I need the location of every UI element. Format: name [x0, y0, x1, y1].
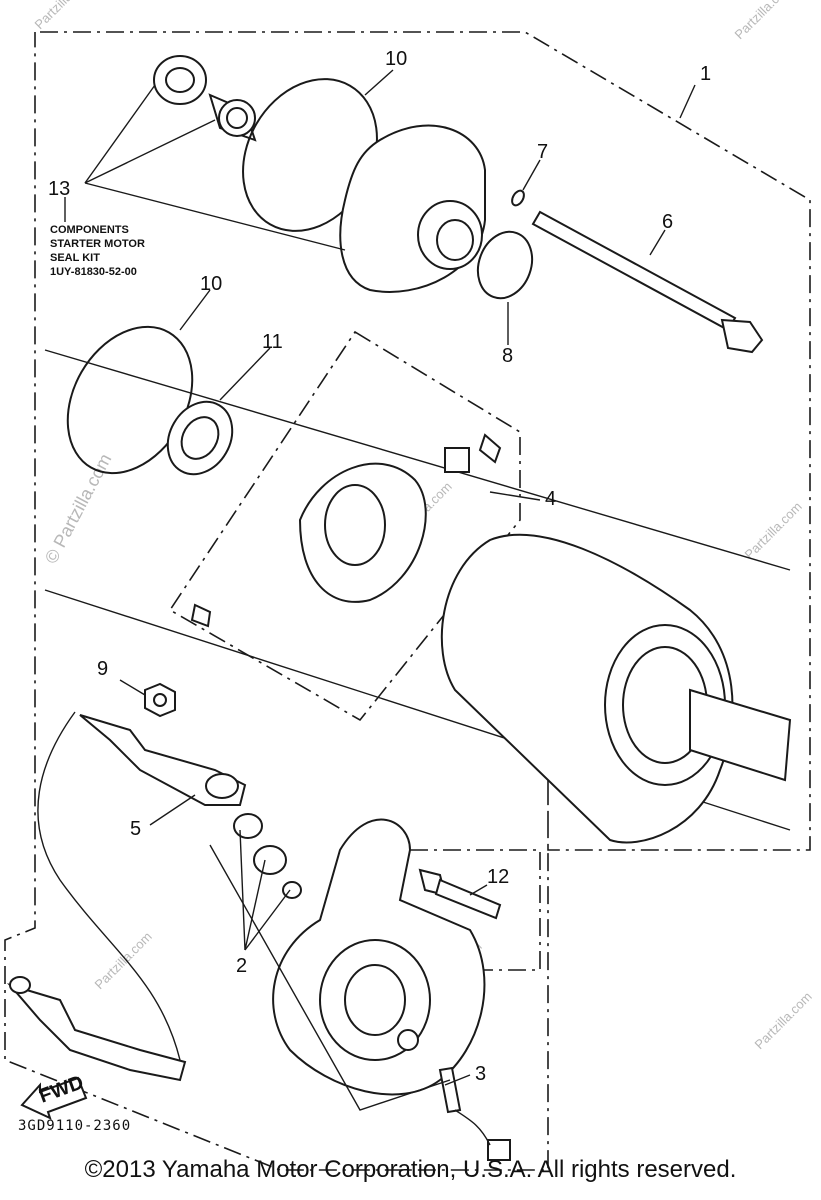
o-ring-small-7	[511, 189, 525, 207]
callout-6: 6	[662, 211, 673, 233]
front-cover	[272, 818, 486, 1096]
brush-3	[438, 1066, 511, 1161]
seal-b	[253, 845, 287, 875]
through-bolt	[531, 210, 764, 354]
kit-line-1: COMPONENTS	[50, 224, 129, 236]
callout-3: 3	[475, 1063, 486, 1085]
needle-bearing	[208, 93, 257, 142]
seal-c	[282, 881, 302, 899]
washer	[166, 400, 234, 476]
callout-8: 8	[502, 345, 513, 367]
watermark: Partzilla.com	[732, 0, 795, 42]
callout-13: 13	[48, 178, 70, 200]
cable-end	[7, 976, 187, 1082]
oil-seal	[153, 55, 207, 105]
callout-12: 12	[487, 866, 509, 888]
brush-holder-boundary	[168, 330, 521, 722]
watermark-large: © Partzilla.com	[41, 450, 116, 566]
motor-yoke	[440, 533, 792, 844]
kit-line-3: SEAL KIT	[50, 252, 100, 264]
seal-kit-label: 13 COMPONENTS STARTER MOTOR SEAL KIT 1UY…	[48, 178, 145, 278]
callout-7: 7	[537, 141, 548, 163]
callout-9: 9	[97, 658, 108, 680]
copyright-notice: ©2013 Yamaha Motor Corporation, U.S.A. A…	[84, 1156, 737, 1183]
callout-1: 1	[700, 63, 711, 85]
bracket-line	[44, 349, 791, 571]
watermark: Partzilla.com	[752, 989, 815, 1052]
callout-2: 2	[236, 955, 247, 977]
callout-5: 5	[130, 818, 141, 840]
seal-a	[233, 813, 263, 839]
callout-11: 11	[262, 331, 283, 353]
callout-10-top: 10	[385, 48, 407, 70]
watermark: Partzilla.com	[32, 0, 95, 32]
assembly-boundary	[4, 31, 811, 1171]
o-ring-8	[476, 230, 534, 300]
leader-lines	[64, 69, 696, 1111]
rear-housing	[339, 124, 486, 293]
fwd-arrow: FWD	[20, 1071, 88, 1120]
bolt-12	[418, 868, 502, 920]
diagram-code: 3GD9110-2360	[18, 1118, 131, 1134]
lead-wire-terminal	[37, 711, 247, 1061]
kit-line-4: 1UY-81830-52-00	[50, 266, 137, 278]
brush-plate	[190, 433, 502, 628]
callout-10-left: 10	[200, 273, 222, 295]
kit-line-2: STARTER MOTOR	[50, 238, 145, 250]
watermark: Partzilla.com	[742, 499, 805, 562]
callout-4: 4	[545, 488, 556, 510]
watermark: Partzilla.com	[92, 929, 155, 992]
